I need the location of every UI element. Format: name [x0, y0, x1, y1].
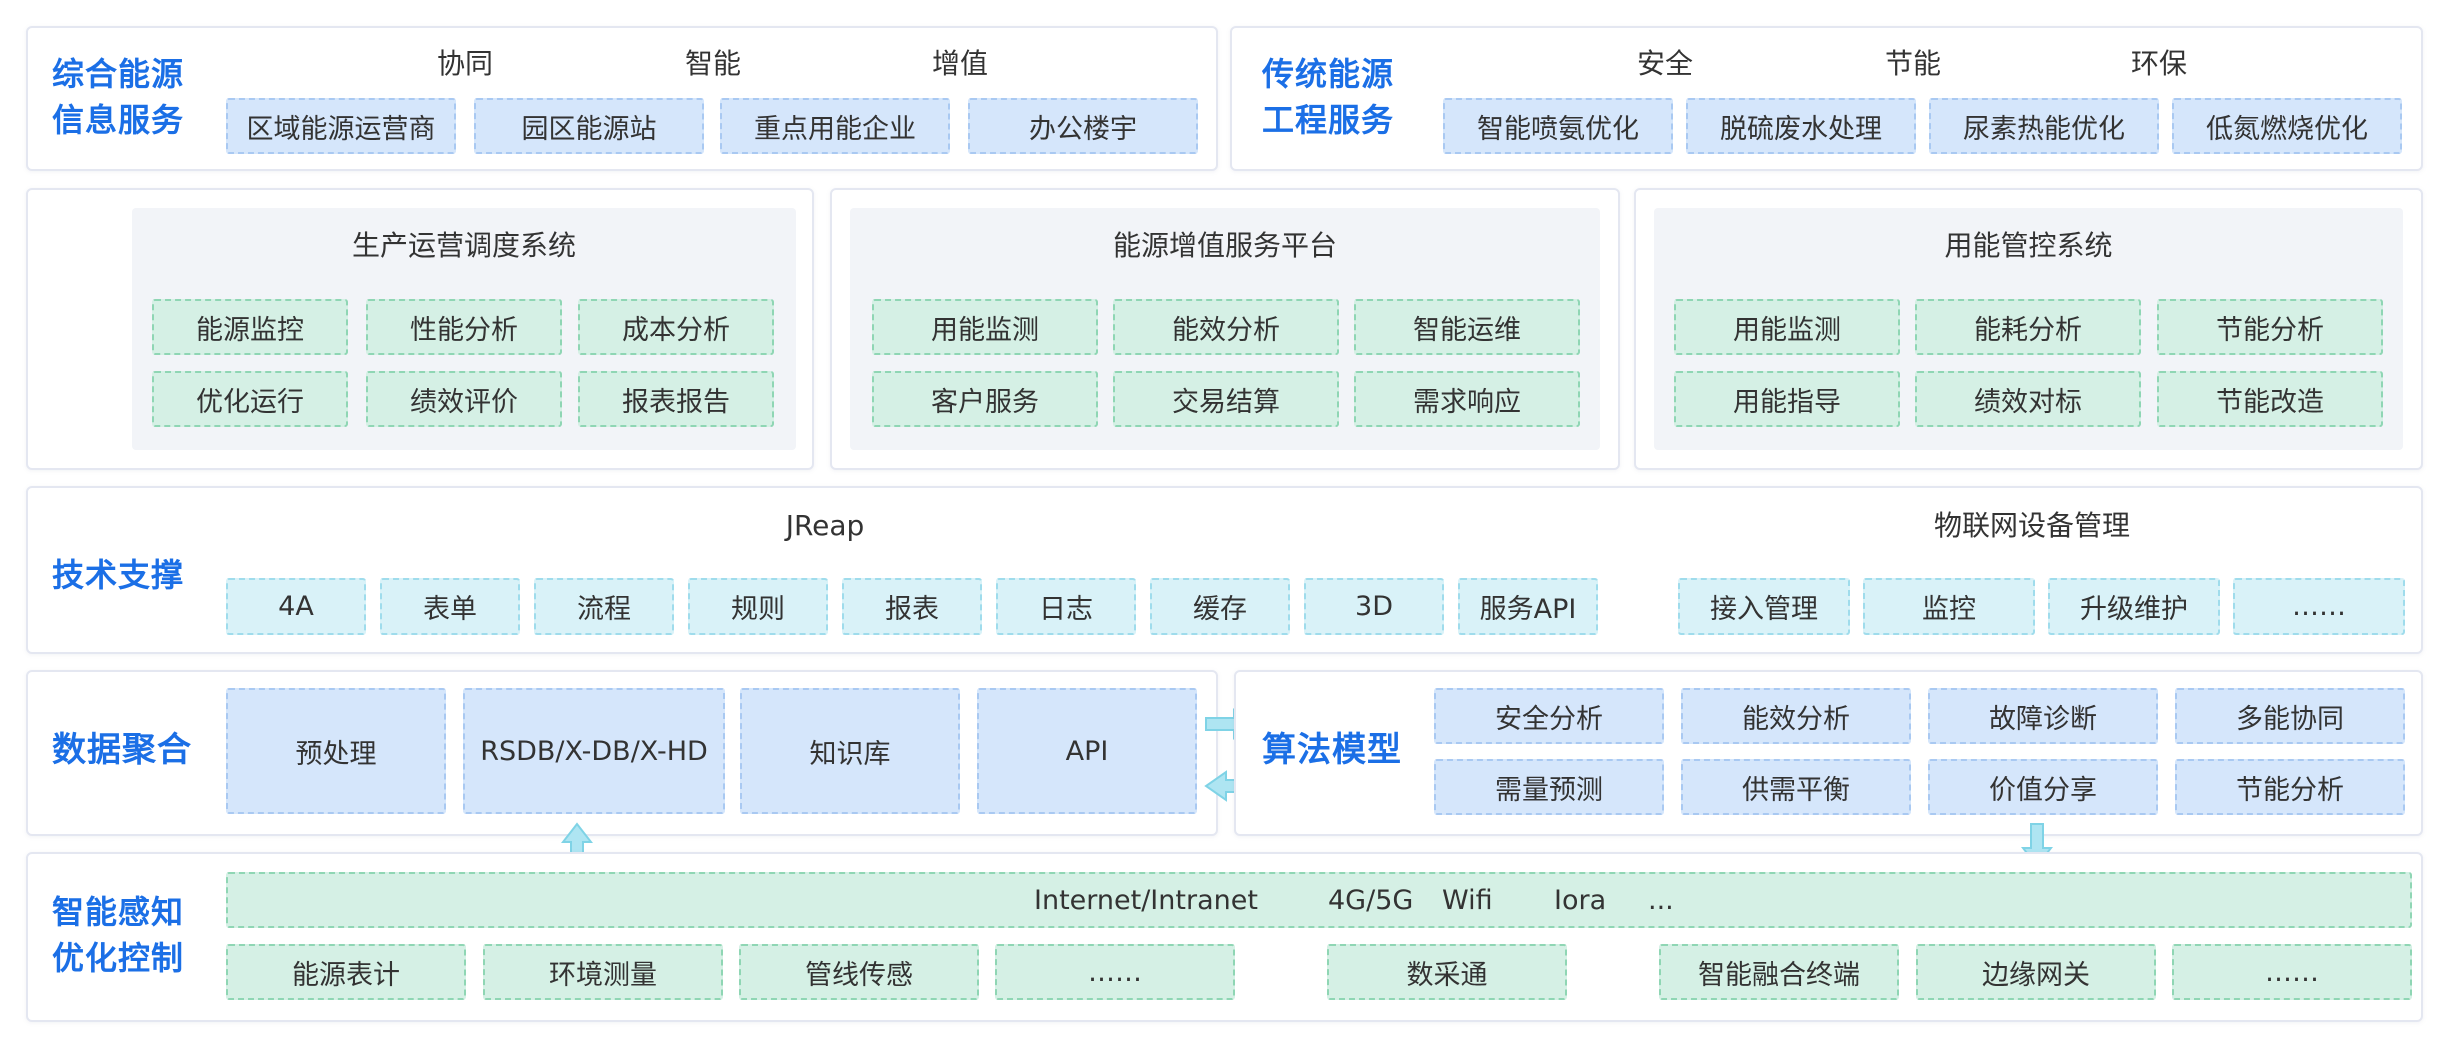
algorithm-item-box: 供需平衡	[1681, 759, 1911, 815]
data-aggregation-title: 数据聚合	[52, 730, 192, 770]
algorithm-item-box: 故障诊断	[1928, 688, 2158, 744]
jreap-item-box: 服务API	[1458, 578, 1598, 635]
jreap-item-box: 表单	[380, 578, 520, 635]
app-item-box: 成本分析	[578, 299, 774, 355]
app-item-box: 节能改造	[2157, 371, 2383, 427]
algorithm-models-title: 算法模型	[1262, 730, 1402, 770]
category-label: 增值	[931, 47, 988, 80]
lora-label: Iora	[1554, 884, 1607, 916]
app-item-box: 客户服务	[872, 371, 1098, 427]
iot-label: 物联网设备管理	[1933, 509, 2130, 542]
jreap-item-box: 缓存	[1150, 578, 1290, 635]
integrated-energy-title-line1: 综合能源	[52, 55, 185, 93]
internet-label: Internet/Intranet	[1034, 884, 1258, 916]
app-item-box: 节能分析	[2157, 299, 2383, 355]
app-item-box: 性能分析	[366, 299, 562, 355]
app-item-box: 能源监控	[152, 299, 348, 355]
device-item-box: 环境测量	[483, 944, 723, 1000]
device-item-box: 数采通	[1327, 944, 1567, 1000]
data-item-box: 预处理	[226, 688, 446, 814]
wifi-label: Wifi	[1442, 884, 1493, 916]
data-item-box: RSDB/X-DB/X-HD	[463, 688, 725, 814]
app-item-box: 用能监测	[1674, 299, 1900, 355]
app-item-box: 能耗分析	[1915, 299, 2141, 355]
jreap-item-box: 流程	[534, 578, 674, 635]
service-item-box: 办公楼宇	[968, 98, 1198, 154]
service-item-box: 智能喷氨优化	[1443, 98, 1673, 154]
iot-item-box: ……	[2233, 578, 2405, 635]
device-item-box: 能源表计	[226, 944, 466, 1000]
category-label: 环保	[2130, 47, 2187, 80]
category-label: 安全	[1636, 47, 1693, 80]
integrated-energy-title-line2: 信息服务	[52, 101, 185, 139]
device-item-box: 边缘网关	[1916, 944, 2156, 1000]
device-item-box: 智能融合终端	[1659, 944, 1899, 1000]
cellular-label: 4G/5G	[1328, 884, 1414, 916]
app-item-box: 需求响应	[1354, 371, 1580, 427]
app-item-box: 用能指导	[1674, 371, 1900, 427]
traditional-energy-title-line2: 工程服务	[1262, 101, 1395, 139]
service-item-box: 重点用能企业	[720, 98, 950, 154]
network-bar: Internet/Intranet 4G/5G Wifi Iora ...	[226, 872, 2412, 928]
traditional-energy-title-line1: 传统能源	[1262, 55, 1395, 93]
jreap-item-box: 3D	[1304, 578, 1444, 635]
app-item-box: 用能监测	[872, 299, 1098, 355]
app-item-box: 智能运维	[1354, 299, 1580, 355]
app-item-box: 绩效评价	[366, 371, 562, 427]
system-title: 生产运营调度系统	[351, 229, 576, 262]
service-item-box: 脱硫废水处理	[1686, 98, 1916, 154]
algorithm-item-box: 多能协同	[2175, 688, 2405, 744]
app-item-box: 优化运行	[152, 371, 348, 427]
iot-item-box: 升级维护	[2048, 578, 2220, 635]
app-item-box: 绩效对标	[1915, 371, 2141, 427]
service-item-box: 园区能源站	[474, 98, 704, 154]
system-title: 能源增值服务平台	[1112, 229, 1337, 262]
jreap-item-box: 报表	[842, 578, 982, 635]
app-item-box: 能效分析	[1113, 299, 1339, 355]
service-item-box: 尿素热能优化	[1929, 98, 2159, 154]
algorithm-item-box: 能效分析	[1681, 688, 1911, 744]
app-item-box: 交易结算	[1113, 371, 1339, 427]
category-label: 节能	[1884, 47, 1941, 80]
data-item-box: 知识库	[740, 688, 960, 814]
algorithm-item-box: 节能分析	[2175, 759, 2405, 815]
algorithm-item-box: 价值分享	[1928, 759, 2158, 815]
algorithm-item-box: 安全分析	[1434, 688, 1664, 744]
service-item-box: 低氮燃烧优化	[2172, 98, 2402, 154]
tech-support-title: 技术支撑	[52, 556, 185, 594]
iot-item-box: 监控	[1863, 578, 2035, 635]
data-item-box: API	[977, 688, 1197, 814]
app-item-box: 报表报告	[578, 371, 774, 427]
device-item-box: 管线传感	[739, 944, 979, 1000]
jreap-label: JReap	[785, 509, 865, 542]
device-item-box: ……	[995, 944, 1235, 1000]
system-title: 用能管控系统	[1944, 229, 2113, 262]
iot-item-box: 接入管理	[1678, 578, 1850, 635]
jreap-item-box: 规则	[688, 578, 828, 635]
more-label: ...	[1648, 884, 1674, 916]
category-label: 协同	[436, 47, 493, 80]
algorithm-item-box: 需量预测	[1434, 759, 1664, 815]
jreap-item-box: 4A	[226, 578, 366, 635]
device-item-box: ……	[2172, 944, 2412, 1000]
service-item-box: 区域能源运营商	[226, 98, 456, 154]
category-label: 智能	[684, 47, 741, 80]
smart-sensing-title-line1: 智能感知	[52, 893, 185, 931]
jreap-item-box: 日志	[996, 578, 1136, 635]
smart-sensing-title-line2: 优化控制	[52, 939, 185, 977]
